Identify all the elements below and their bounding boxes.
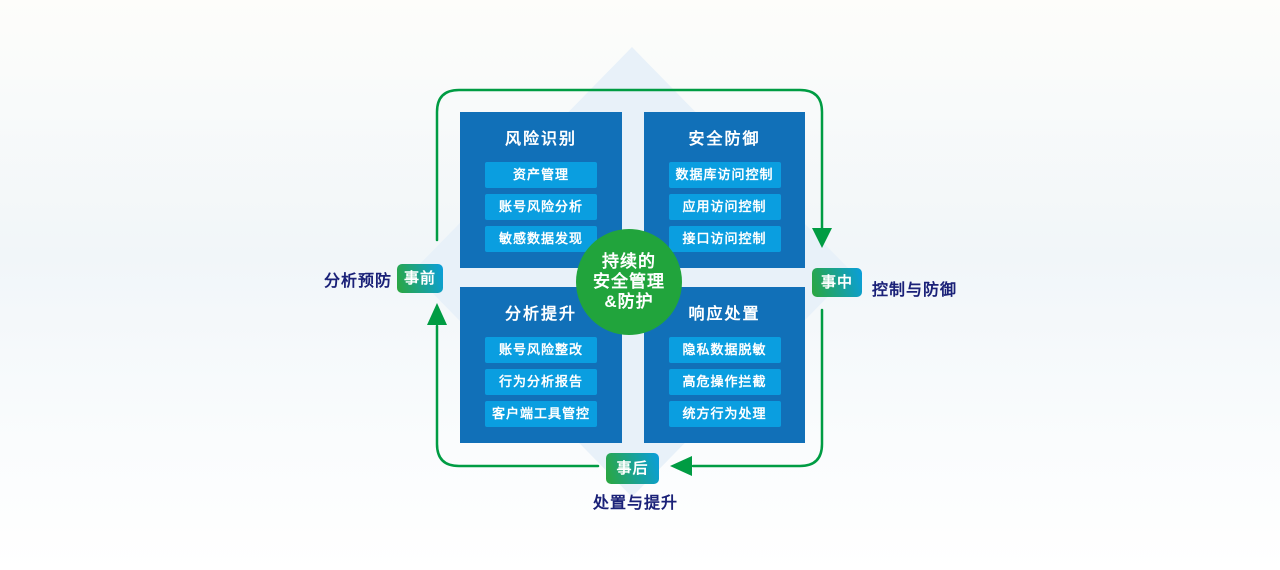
- center-circle-line: &防护: [604, 292, 654, 311]
- quadrant-item: 数据库访问控制: [668, 162, 781, 188]
- quadrant-risk-identification: 风险识别 资产管理 账号风险分析 敏感数据发现: [460, 112, 622, 268]
- quadrant-title: 风险识别: [504, 131, 577, 148]
- quadrant-item: 客户端工具管控: [485, 401, 597, 427]
- center-circle: 持续的 安全管理 &防护: [576, 229, 682, 335]
- stage-badge-during: 事中: [812, 268, 862, 297]
- quadrant-item: 账号风险整改: [485, 337, 597, 363]
- arrow-down-icon: [812, 228, 832, 248]
- quadrant-title: 分析提升: [504, 306, 577, 323]
- arrow-path-top-right: [435, 88, 824, 242]
- arrow-left-icon: [670, 456, 692, 476]
- arrow-path-bottom-left: [435, 324, 600, 468]
- quadrant-item: 行为分析报告: [485, 369, 597, 395]
- stage-label-before: 分析预防: [324, 273, 393, 290]
- quadrant-title: 安全防御: [688, 131, 761, 148]
- quadrant-item: 隐私数据脱敏: [668, 337, 781, 363]
- quadrant-item: 高危操作拦截: [668, 369, 781, 395]
- quadrant-item: 接口访问控制: [668, 226, 781, 252]
- arrow-up-icon: [427, 303, 447, 325]
- quadrant-item: 资产管理: [485, 162, 597, 188]
- center-circle-line: 安全管理: [593, 272, 665, 291]
- quadrant-item: 应用访问控制: [668, 194, 781, 220]
- quadrant-item: 统方行为处理: [668, 401, 781, 427]
- quadrant-title: 响应处置: [688, 306, 761, 323]
- stage-badge-after: 事后: [606, 453, 659, 484]
- arrow-path-right-bottom: [691, 308, 824, 468]
- stage-badge-before: 事前: [397, 264, 443, 293]
- center-circle-line: 持续的: [602, 252, 656, 271]
- stage-label-during: 控制与防御: [872, 282, 958, 299]
- quadrant-item: 敏感数据发现: [485, 226, 597, 252]
- quadrant-item: 账号风险分析: [485, 194, 597, 220]
- quadrant-security-defense: 安全防御 数据库访问控制 应用访问控制 接口访问控制: [644, 112, 805, 268]
- stage-label-after: 处置与提升: [593, 495, 679, 512]
